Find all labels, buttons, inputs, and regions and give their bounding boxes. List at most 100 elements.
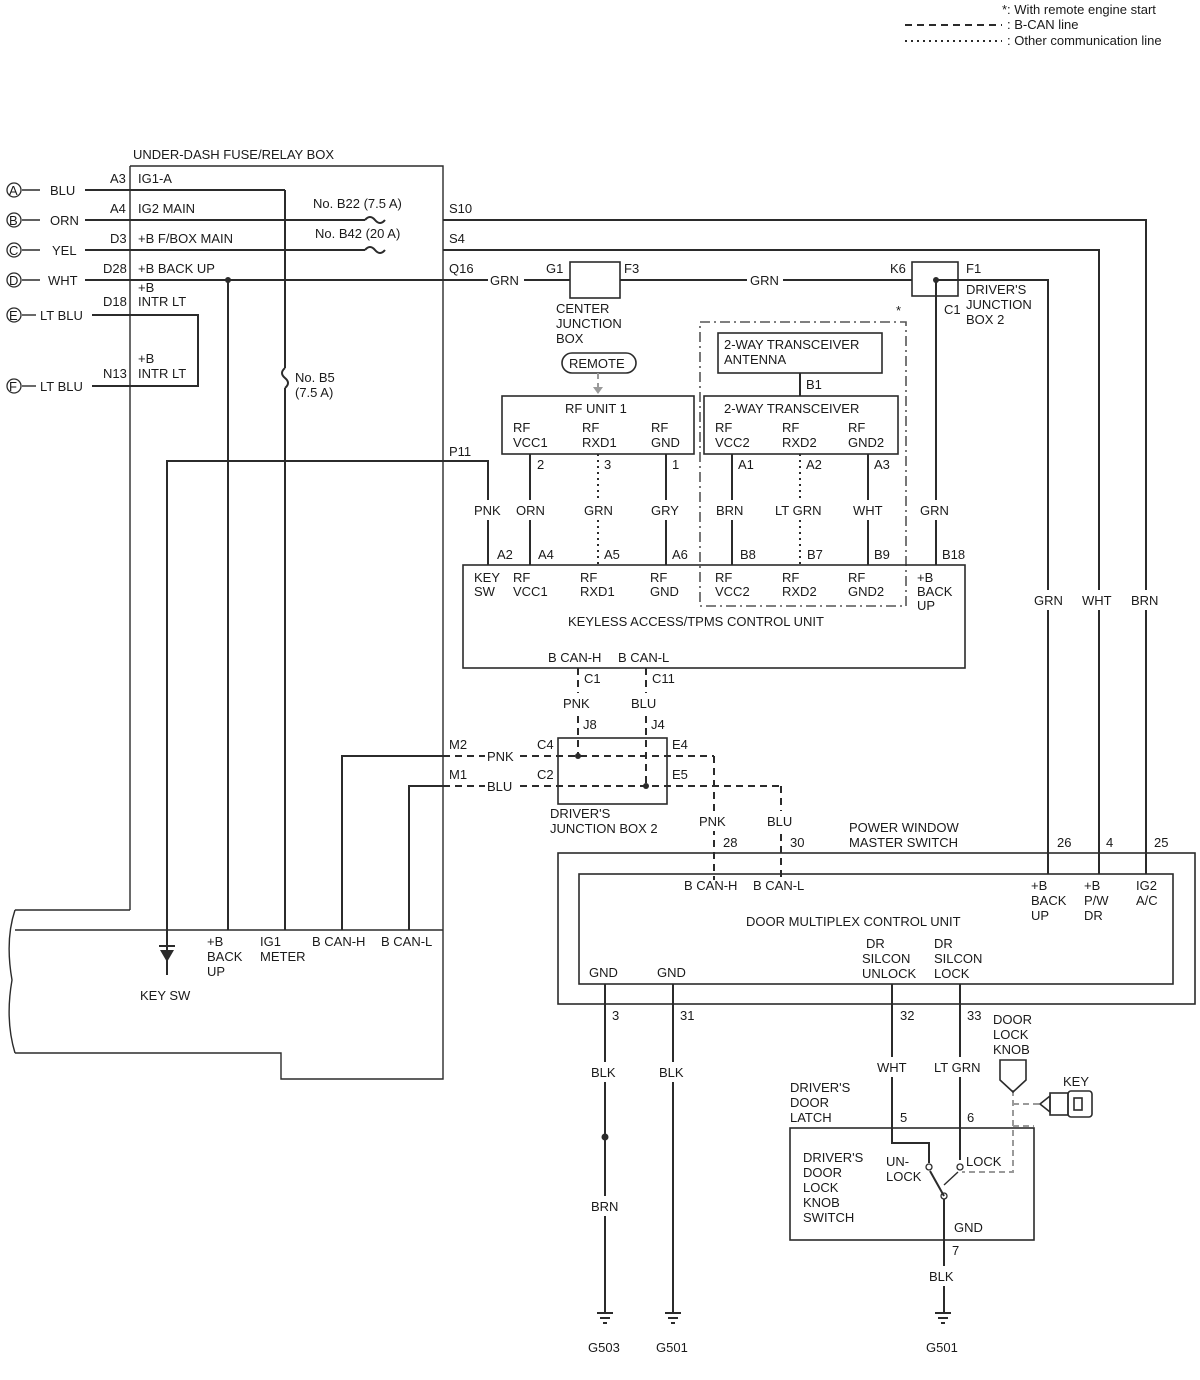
djb2-lower-box (557, 737, 668, 805)
terminal-e4: E4 (672, 737, 688, 752)
legend-other-label: : Other communication line (1007, 33, 1162, 48)
terminal-a6: A6 (672, 547, 688, 562)
input-f-letter: F (9, 379, 17, 394)
terminal-g-p7: 7 (952, 1243, 959, 1258)
terminal-tx-a1: A1 (738, 457, 754, 472)
terminal-p25: 25 (1154, 835, 1168, 850)
label-g501-a: G501 (656, 1340, 688, 1355)
dmcu-unlock-a: DR (866, 936, 885, 951)
dmcu-pw-c: DR (1084, 908, 1103, 923)
legend-bcan-label: : B-CAN line (1007, 17, 1079, 32)
rf-unit-p2b: RXD1 (582, 435, 617, 450)
terminal-s4: S4 (449, 231, 465, 246)
dmcu-unlock-b: SILCON (862, 951, 910, 966)
fuse-b42-label: No. B42 (20 A) (315, 226, 400, 241)
key-label: KEY (1063, 1074, 1089, 1089)
key-icon (1038, 1090, 1093, 1118)
kl-bcanl: B CAN-L (618, 650, 669, 665)
dmcu-lock-a: DR (934, 936, 953, 951)
dmcu-bu-c: UP (1031, 908, 1049, 923)
terminal-b8: B8 (740, 547, 756, 562)
fuse-b5-icon (281, 367, 289, 389)
wire-label-orn: ORN (516, 503, 545, 518)
splice-gnd (601, 1133, 609, 1141)
input-a-color: BLU (50, 183, 75, 198)
drivers-junction-box-2-top: K6 F1 C1 DRIVER'S JUNCTION BOX 2 * (890, 261, 1032, 545)
door-lock-knob: DOOR LOCK KNOB KEY (993, 1012, 1093, 1118)
djb2-top-label-3: BOX 2 (966, 312, 1004, 327)
ground-symbol-g501-b (935, 1312, 951, 1324)
transceiver-p1b: VCC2 (715, 435, 750, 450)
pwms-label-1: POWER WINDOW (849, 820, 959, 835)
wire-label-brn-right: BRN (1131, 593, 1158, 608)
switch-arm (929, 1170, 945, 1197)
circuit-intr-a: +B (138, 280, 154, 295)
dmcu-ig2-a: IG2 (1136, 878, 1157, 893)
kl-rxd1-a: RF (580, 570, 597, 585)
transceiver-p2b: RXD2 (782, 435, 817, 450)
input-d-letter: D (9, 273, 18, 288)
kl-bcanh: B CAN-H (548, 650, 601, 665)
latch-gnd: GND (954, 1220, 983, 1235)
keyless-title: KEYLESS ACCESS/TPMS CONTROL UNIT (568, 614, 824, 629)
dmcu-bu-a: +B (1031, 878, 1047, 893)
terminal-g1: G1 (546, 261, 563, 276)
kl-rxd2-b: RXD2 (782, 584, 817, 599)
remote-arrow-icon (593, 387, 603, 394)
terminal-p28: 28 (723, 835, 737, 850)
dmcu-bcanl: B CAN-L (753, 878, 804, 893)
door-multiplex-box (578, 873, 1174, 985)
wire-label-grn-b18: GRN (920, 503, 949, 518)
wire-label-pnk: PNK (474, 503, 501, 518)
terminal-b7: B7 (807, 547, 823, 562)
remote-start-asterisk: * (896, 303, 901, 318)
dmcu-lock-b: SILCON (934, 951, 982, 966)
circuit-bfbox: +B F/BOX MAIN (138, 231, 233, 246)
djb2-top-label-1: DRIVER'S (966, 282, 1027, 297)
terminal-kl-c1: C1 (584, 671, 601, 686)
label-ig1-1: IG1 (260, 934, 281, 949)
wire-label-blk-3: BLK (929, 1269, 954, 1284)
latch-sw-c: LOCK (803, 1180, 839, 1195)
terminal-a4: A4 (110, 201, 126, 216)
remote-label: REMOTE (569, 356, 625, 371)
terminal-c4: C4 (537, 737, 554, 752)
wire-label-blk-2: BLK (659, 1065, 684, 1080)
wire-label-kl-blu: BLU (631, 696, 656, 711)
rf-unit-1: REMOTE RF UNIT 1 RF VCC1 RF RXD1 RF GND … (501, 352, 695, 472)
kl-vcc2-a: RF (715, 570, 732, 585)
antenna-label-2: ANTENNA (724, 352, 786, 367)
wire-label-ltgrn-mid: LT GRN (775, 503, 821, 518)
latch-unlock-b: LOCK (886, 1169, 922, 1184)
latch-sw-a: DRIVER'S (803, 1150, 864, 1165)
rf-pin-2: 2 (537, 457, 544, 472)
pwms-outer-box (557, 852, 1196, 1005)
terminal-g-p31: 31 (680, 1008, 694, 1023)
rf-unit-p2a: RF (582, 420, 599, 435)
center-junction-box: GRN G1 F3 GRN CENTER JUNCTION BOX (488, 261, 783, 346)
circuit-intr2-a: +B (138, 351, 154, 366)
dmcu-pw-a: +B (1084, 878, 1100, 893)
input-e-color: LT BLU (40, 308, 83, 323)
input-f-color: LT BLU (40, 379, 83, 394)
wire-label-blu-30: BLU (767, 814, 792, 829)
kl-bu-b: BACK (917, 584, 953, 599)
ground-symbol-g503 (597, 1312, 613, 1324)
fuse-b22-label: No. B22 (7.5 A) (313, 196, 402, 211)
input-c-letter: C (9, 243, 18, 258)
terminal-q16: Q16 (449, 261, 474, 276)
terminal-b1: B1 (806, 377, 822, 392)
terminal-f1: F1 (966, 261, 981, 276)
wire-label-brn-mid: BRN (716, 503, 743, 518)
input-b-color: ORN (50, 213, 79, 228)
djb2-top-label-2: JUNCTION (966, 297, 1032, 312)
terminal-k6: K6 (890, 261, 906, 276)
circuit-intr2-b: INTR LT (138, 366, 186, 381)
input-e-letter: E (9, 308, 18, 323)
terminal-g-p3: 3 (612, 1008, 619, 1023)
two-way-transceiver: 2-WAY TRANSCEIVER ANTENNA B1 2-WAY TRANS… (703, 332, 899, 472)
terminal-s10: S10 (449, 201, 472, 216)
kl-rxd2-a: RF (782, 570, 799, 585)
circuit-intr-b: INTR LT (138, 294, 186, 309)
